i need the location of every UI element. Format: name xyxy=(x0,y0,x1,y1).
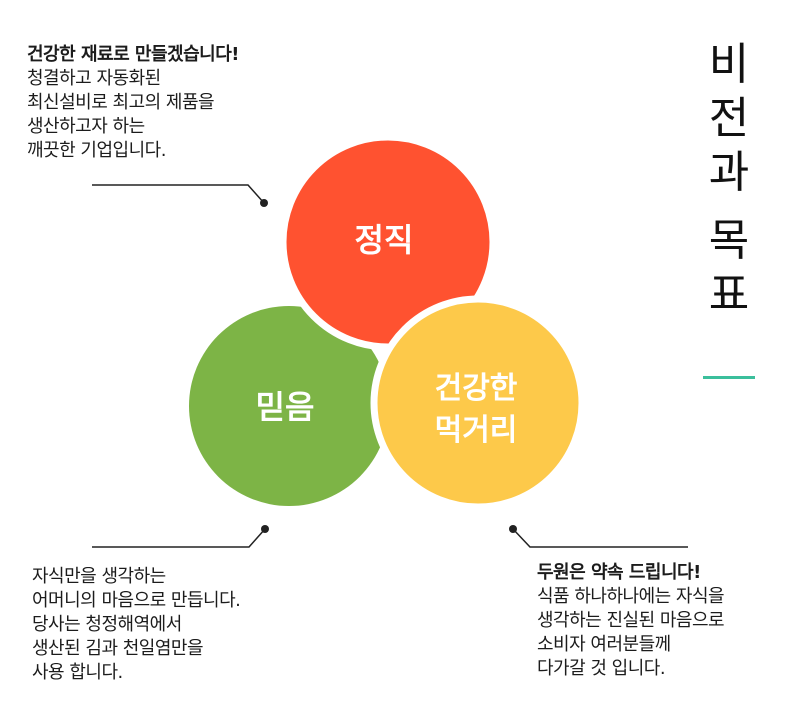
vertical-title-char: 전 xyxy=(708,93,750,144)
leader-line-top-left xyxy=(92,184,265,204)
circle-label-healthy-food-line1: 건강한 xyxy=(435,371,518,406)
text-block-heading: 건강한 재료로 만들겠습니다! xyxy=(27,44,239,65)
title-accent-bar xyxy=(703,376,755,379)
text-block-bottom-right: 두원은 약속 드립니다! 식품 하나하나에는 자식을 생각하는 진실된 마음으로… xyxy=(537,561,725,681)
leader-line-bottom-right xyxy=(512,528,688,548)
text-block-line: 생산하고자 하는 xyxy=(27,116,145,137)
vertical-title-char: 과 xyxy=(708,147,750,198)
circle-healthy-food xyxy=(370,295,586,511)
vertical-title-char: 비 xyxy=(708,39,750,90)
text-block-line: 식품 하나하나에는 자식을 xyxy=(537,586,725,607)
text-block-line: 어머니의 마음으로 만듭니다. xyxy=(32,590,241,611)
text-block-line: 청결하고 자동화된 xyxy=(27,68,161,89)
vertical-title-spacer xyxy=(700,200,758,214)
text-block-line: 다가갈 것 입니다. xyxy=(537,658,666,679)
vertical-title-char: 표 xyxy=(708,269,750,320)
leader-dot-top-left xyxy=(260,199,268,207)
text-block-line: 최신설비로 최고의 제품을 xyxy=(27,92,215,113)
leader-line-bottom-left xyxy=(92,528,266,548)
leader-dot-bottom-right xyxy=(509,525,517,533)
text-block-line: 생각하는 진실된 마음으로 xyxy=(537,610,725,631)
leader-dot-bottom-left xyxy=(261,525,269,533)
text-block-line: 소비자 여러분들께 xyxy=(537,634,671,655)
text-block-line: 사용 합니다. xyxy=(32,662,123,683)
vertical-title: 비 전 과 목 표 xyxy=(700,38,758,322)
text-block-line: 생산된 김과 천일염만을 xyxy=(32,638,204,659)
text-block-line: 깨끗한 기업입니다. xyxy=(27,140,166,161)
circle-label-trust: 믿음 xyxy=(256,388,315,426)
text-block-top-left: 건강한 재료로 만들겠습니다! 청결하고 자동화된 최신설비로 최고의 제품을 … xyxy=(27,43,239,163)
circle-label-honesty: 정직 xyxy=(355,221,414,259)
text-block-line: 당사는 청정해역에서 xyxy=(32,614,182,635)
circle-label-healthy-food-line2: 먹거리 xyxy=(435,413,518,448)
text-block-line: 자식만을 생각하는 xyxy=(32,566,166,587)
vertical-title-char: 목 xyxy=(708,215,750,266)
text-block-bottom-left: 자식만을 생각하는 어머니의 마음으로 만듭니다. 당사는 청정해역에서 생산된… xyxy=(32,565,241,685)
circle-trust xyxy=(189,306,389,506)
text-block-heading: 두원은 약속 드립니다! xyxy=(537,562,701,583)
